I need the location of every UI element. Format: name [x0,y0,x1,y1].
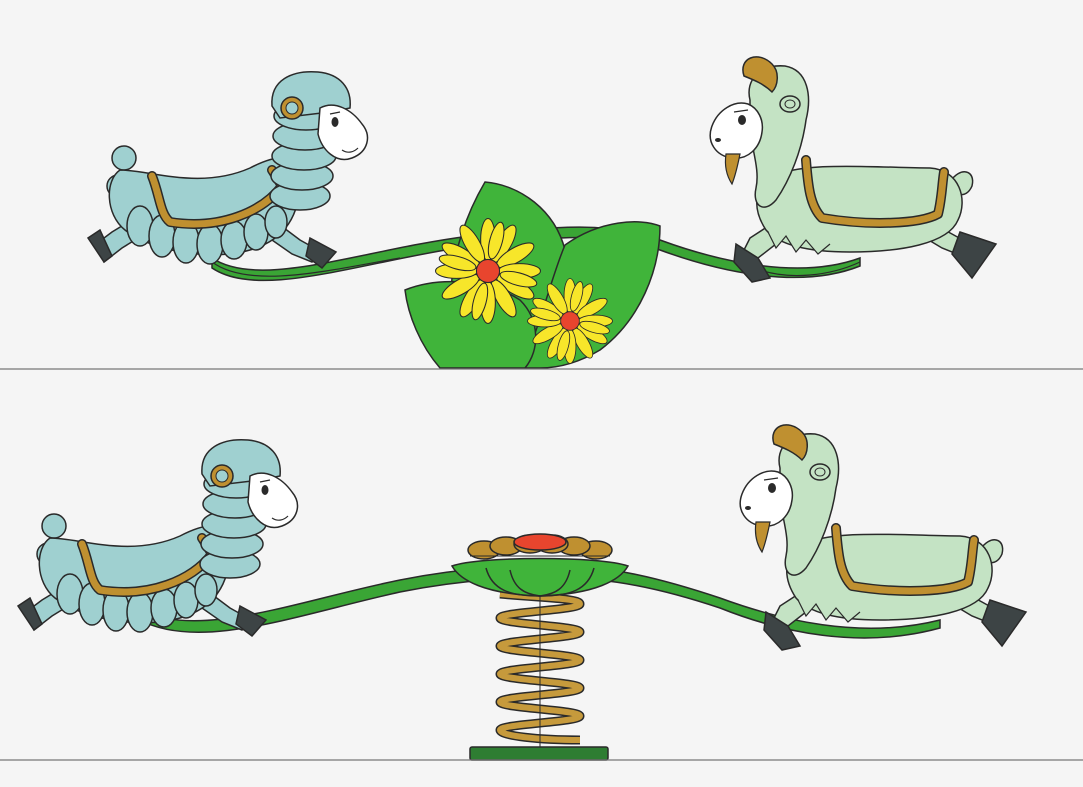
seesaw-bar [139,565,941,639]
spring [495,570,585,760]
base-plate [469,746,609,761]
seesaw-with-flower-bush [88,57,996,369]
goat-rider [710,57,996,282]
sheep-rider [88,72,367,268]
sheep-rider [18,440,297,636]
flower-seat [450,533,630,597]
goat-rider [740,425,1026,650]
seesaw-with-spring-base [18,425,1026,761]
